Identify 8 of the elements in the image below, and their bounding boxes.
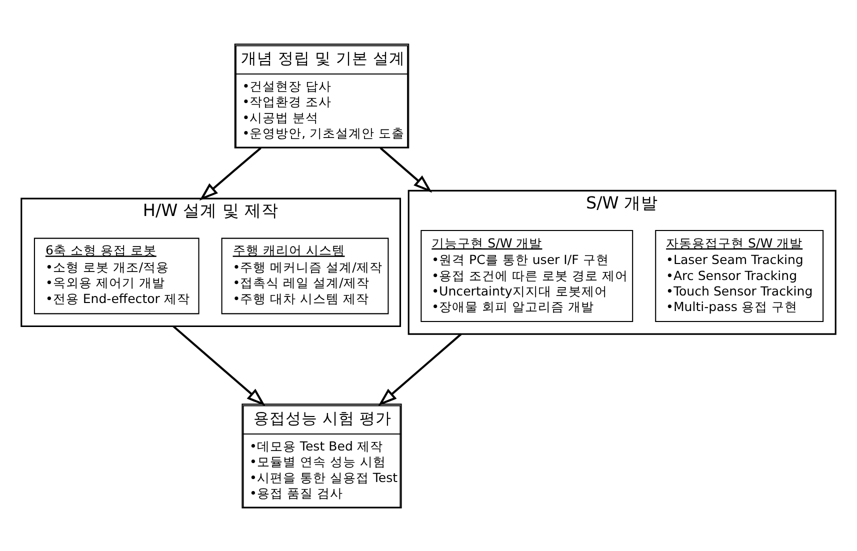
arrow — [380, 146, 432, 192]
arrow — [172, 324, 266, 406]
node-box: 6축 소형 용접 로봇 •소형 로봇 개조/적용 •옥외용 제어기 개발 •전용 End-effector 제작 — [34, 237, 200, 314]
node-box: 기능구현 S/W 개발 •원격 PC를 통한 user I/F 구현 •용접 조건에 따른 로봇 경로 제어 •Uncertainty지지대 로봇제어 •장애물 회피 알고리즘 개발 — [420, 229, 634, 322]
node-box: 자동용접구현 S/W 개발 •Laser Seam Tracking •Arc Sensor Tracking •Touch Sensor Tracking •Multi-pass 용접 구현 — [655, 229, 824, 322]
arrow — [199, 146, 262, 200]
node-box: 주행 캐리어 시스템 •주행 메커니즘 설계/제작 •접촉식 레일 설계/제작 •주행 대차 시스템 제작 — [221, 237, 389, 314]
arrow — [378, 332, 462, 406]
